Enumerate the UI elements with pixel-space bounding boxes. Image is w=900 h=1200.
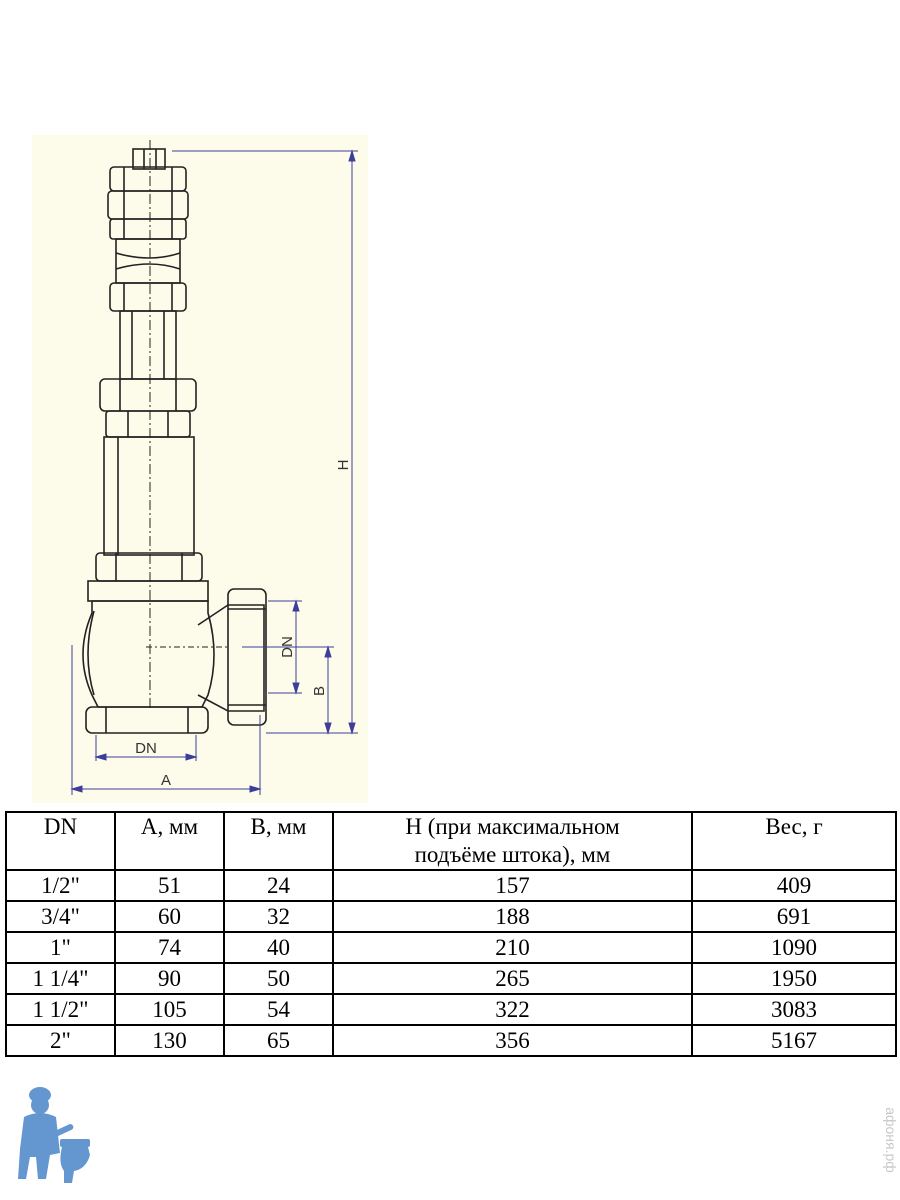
header-weight: Вес, г (691, 811, 897, 871)
cell-a: 51 (114, 869, 225, 902)
cell-h: 265 (332, 962, 693, 995)
table-row: 1 1/2" 105 54 322 3083 (5, 993, 897, 1026)
table-row: 1 1/4" 90 50 265 1950 (5, 962, 897, 995)
cell-weight: 3083 (691, 993, 897, 1026)
cell-h: 188 (332, 900, 693, 933)
cell-b: 54 (223, 993, 334, 1026)
cell-weight: 1090 (691, 931, 897, 964)
header-h-line2: подъёме штока), мм (414, 842, 611, 867)
cell-h: 157 (332, 869, 693, 902)
cell-dn: 1 1/2" (5, 993, 116, 1026)
header-h: H (при максимальном подъёме штока), мм (332, 811, 693, 871)
dim-label-a: A (161, 772, 171, 789)
cell-a: 90 (114, 962, 225, 995)
table-header-row: DN A, мм B, мм H (при максимальном подъё… (5, 811, 897, 871)
cell-dn: 1" (5, 931, 116, 964)
cell-a: 60 (114, 900, 225, 933)
cell-h: 356 (332, 1024, 693, 1057)
dim-label-b: B (311, 686, 328, 696)
valve-drawing: H DN B DN A (32, 135, 368, 803)
cell-dn: 1 1/4" (5, 962, 116, 995)
plumber-icon (18, 1087, 90, 1183)
cell-weight: 691 (691, 900, 897, 933)
watermark: афоня.рф (883, 1107, 896, 1173)
cell-b: 24 (223, 869, 334, 902)
dim-label-dn-side: DN (279, 636, 296, 658)
header-b: B, мм (223, 811, 334, 871)
cell-a: 130 (114, 1024, 225, 1057)
cell-b: 50 (223, 962, 334, 995)
cell-dn: 2" (5, 1024, 116, 1057)
cell-a: 74 (114, 931, 225, 964)
dim-label-h: H (335, 460, 352, 471)
table-row: 3/4" 60 32 188 691 (5, 900, 897, 933)
drawing-background (32, 135, 368, 803)
cell-weight: 409 (691, 869, 897, 902)
table-row: 2" 130 65 356 5167 (5, 1024, 897, 1057)
specs-table: DN A, мм B, мм H (при максимальном подъё… (5, 811, 897, 1057)
cell-dn: 1/2" (5, 869, 116, 902)
cell-weight: 5167 (691, 1024, 897, 1057)
header-dn: DN (5, 811, 116, 871)
cell-a: 105 (114, 993, 225, 1026)
cell-b: 32 (223, 900, 334, 933)
table-row: 1" 74 40 210 1090 (5, 931, 897, 964)
cell-weight: 1950 (691, 962, 897, 995)
header-h-line1: H (при максимальном (405, 814, 620, 839)
cell-h: 322 (332, 993, 693, 1026)
cell-h: 210 (332, 931, 693, 964)
watermark-text: афоня.рф (883, 1107, 896, 1173)
cell-b: 40 (223, 931, 334, 964)
header-a: A, мм (114, 811, 225, 871)
cell-dn: 3/4" (5, 900, 116, 933)
table-row: 1/2" 51 24 157 409 (5, 869, 897, 902)
dim-label-dn-bottom: DN (135, 740, 157, 757)
cell-b: 65 (223, 1024, 334, 1057)
